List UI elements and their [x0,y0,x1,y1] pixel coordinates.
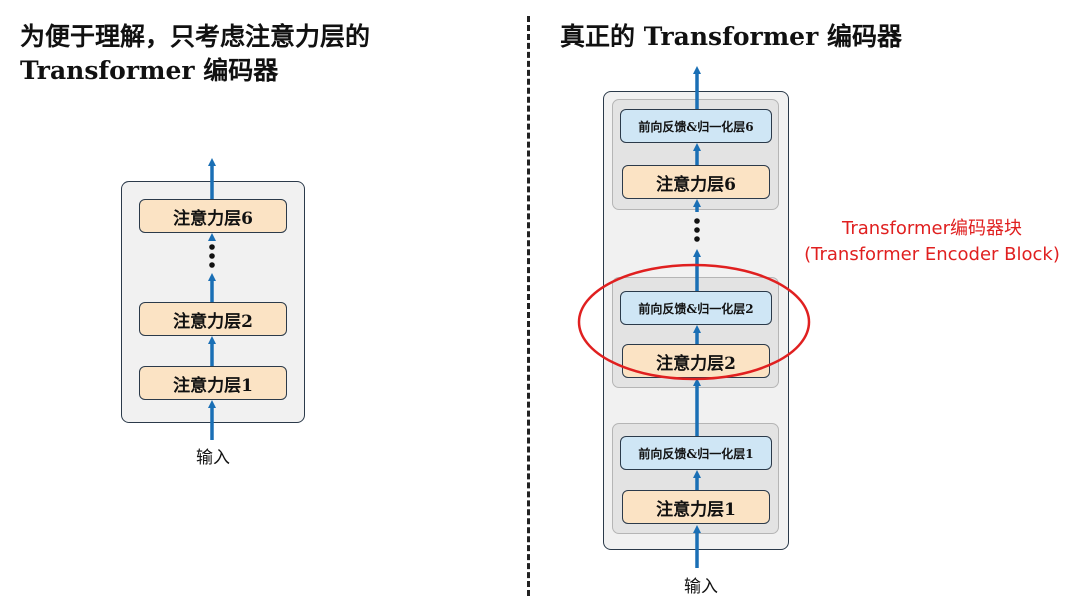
left-attention-layer-6: 注意力层6 [139,199,287,233]
right-ellipsis-dot [694,218,700,224]
left-ellipsis-dot [209,244,215,250]
ffn-norm-layer-2: 前向反馈&归一化层2 [620,291,772,325]
left-heading-line1: 为便于理解，只考虑注意力层的 [20,22,371,51]
right-ellipsis-dot [694,236,700,242]
annotation-line1: Transformer编码器块 [841,218,1022,239]
right-attention-layer-6: 注意力层6 [622,165,770,199]
encoder-block-annotation: Transformer编码器块 (Transformer Encoder Blo… [797,216,1067,268]
encoder-block-highlight [577,263,811,381]
left-ellipsis-dot [209,262,215,268]
right-ellipsis-dot [694,227,700,233]
right-heading: 真正的 Transformer 编码器 [560,22,902,51]
left-attention-layer-2: 注意力层2 [139,302,287,336]
ffn-norm-layer-6: 前向反馈&归一化层6 [620,109,772,143]
left-ellipsis-dot [209,253,215,259]
ffn-norm-layer-1: 前向反馈&归一化层1 [620,436,772,470]
right-attention-layer-1: 注意力层1 [622,490,770,524]
left-input-label: 输入 [196,448,230,468]
annotation-line2: (Transformer Encoder Block) [804,244,1060,265]
left-heading: 为便于理解，只考虑注意力层的 Transformer 编码器 [20,20,490,88]
left-attention-layer-1: 注意力层1 [139,366,287,400]
dashed-divider [527,16,530,596]
right-attention-layer-2: 注意力层2 [622,344,770,378]
left-heading-line2: Transformer 编码器 [20,56,279,85]
right-input-label: 输入 [684,577,718,597]
